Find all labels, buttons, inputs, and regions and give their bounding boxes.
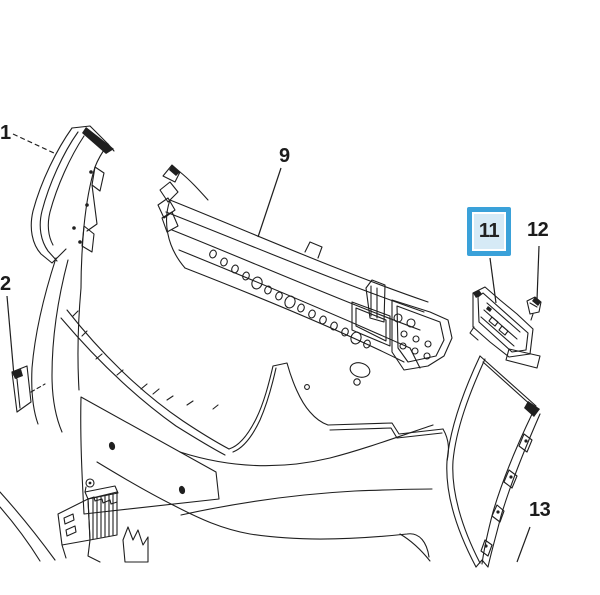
callout-9[interactable]: 9 xyxy=(279,145,290,167)
callout-13[interactable]: 13 xyxy=(529,499,551,521)
leader-line-12 xyxy=(536,245,540,301)
leader-line-1 xyxy=(12,133,57,155)
left-fender-drawing xyxy=(30,125,115,433)
side-bracket-drawing xyxy=(469,286,541,369)
callout-11-highlighted[interactable]: 11 xyxy=(467,207,511,256)
callout-1[interactable]: 1 xyxy=(0,122,11,144)
leader-lines xyxy=(6,133,540,563)
reinforcement-beam-drawing xyxy=(157,164,453,386)
leader-line-11 xyxy=(489,257,497,304)
callout-12[interactable]: 12 xyxy=(527,219,549,241)
leader-line-13 xyxy=(516,526,531,563)
leader-line-9 xyxy=(257,167,282,238)
tow-hook-cover-drawing xyxy=(11,365,46,413)
callout-2[interactable]: 2 xyxy=(0,273,11,295)
bumper-cover-drawing xyxy=(0,309,450,563)
leader-line-2 xyxy=(6,295,15,377)
clip-drawing xyxy=(526,296,542,321)
right-fender-drawing xyxy=(446,355,541,568)
